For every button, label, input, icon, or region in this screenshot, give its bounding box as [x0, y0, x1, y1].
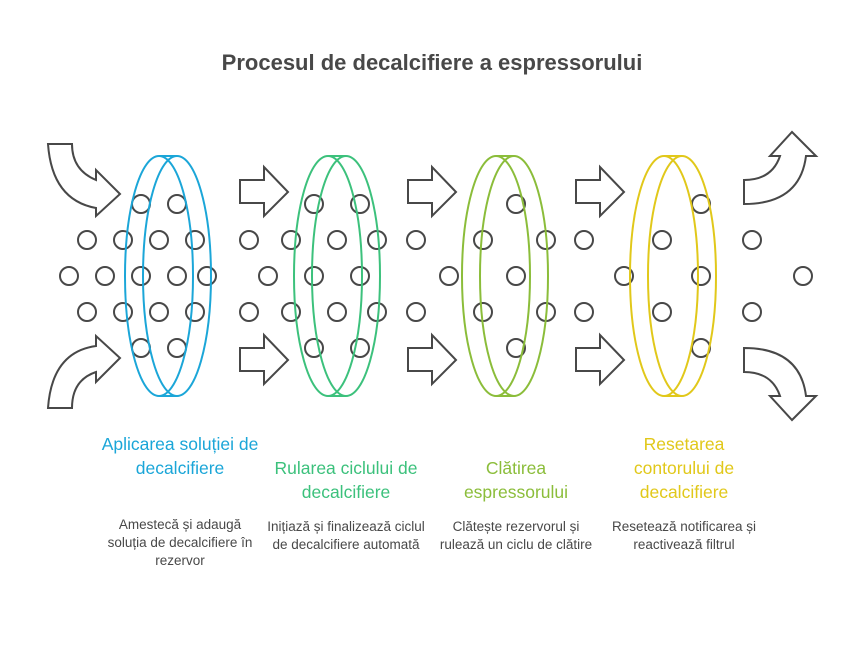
particle-circle-icon — [304, 338, 324, 358]
particle-circle-icon — [304, 266, 324, 286]
particle-circle-icon — [95, 266, 115, 286]
curved-arrow-in-icon — [46, 333, 122, 409]
filter-disc-icon — [293, 155, 381, 397]
particle-circle-icon — [574, 302, 594, 322]
particle-circle-icon — [197, 266, 217, 286]
particle-circle-icon — [506, 338, 526, 358]
particle-circle-icon — [281, 230, 301, 250]
particle-circle-icon — [239, 230, 259, 250]
step-title-reset-counter: Resetarea contorului de decalcifiere — [633, 434, 735, 502]
particle-circle-icon — [327, 230, 347, 250]
curved-arrow-out-icon — [743, 130, 819, 206]
filter-disc-face — [461, 155, 531, 397]
step-description-rinse: Clătește rezervorul și rulează un ciclu … — [439, 519, 593, 552]
particle-circle-icon — [506, 194, 526, 214]
particle-circle-icon — [59, 266, 79, 286]
particle-circle-icon — [506, 266, 526, 286]
particle-circle-icon — [439, 266, 459, 286]
particle-circle-icon — [350, 338, 370, 358]
step-description-run-cycle: Inițiază și finalizează ciclul de decalc… — [267, 519, 425, 552]
filter-disc-rim — [647, 155, 717, 397]
step-title-run-cycle: Rularea ciclului de decalcifiere — [274, 458, 418, 502]
particle-circle-icon — [258, 266, 278, 286]
step-title-rinse: Clătirea espressorului — [463, 458, 569, 502]
particle-circle-icon — [239, 302, 259, 322]
step-description-apply-solution: Amestecă și adaugă soluția de decalcifie… — [107, 517, 253, 568]
step-description-reset-counter: Resetează notificarea și reactivează fil… — [611, 519, 757, 552]
particle-circle-icon — [149, 230, 169, 250]
particle-circle-icon — [574, 230, 594, 250]
particle-circle-icon — [167, 266, 187, 286]
particle-circle-icon — [614, 266, 634, 286]
right-arrow-icon — [407, 164, 458, 219]
filter-disc-icon — [629, 155, 717, 397]
right-arrow-icon — [239, 332, 290, 387]
particle-circle-icon — [77, 302, 97, 322]
filters-group — [124, 155, 717, 397]
particle-circle-icon — [652, 302, 672, 322]
particle-circle-icon — [131, 266, 151, 286]
particle-circle-icon — [742, 302, 762, 322]
particle-circle-icon — [185, 230, 205, 250]
particle-circle-icon — [350, 266, 370, 286]
particle-circle-icon — [304, 194, 324, 214]
particle-circle-icon — [406, 302, 426, 322]
filter-disc-rim — [142, 155, 212, 397]
particle-circle-icon — [77, 230, 97, 250]
particle-circle-icon — [113, 230, 133, 250]
right-arrow-icon — [575, 164, 626, 219]
particle-circle-icon — [149, 302, 169, 322]
curved-arrow-out-icon — [743, 346, 819, 422]
right-arrow-icon — [575, 332, 626, 387]
diagram-title: Procesul de decalcifiere a espressorului — [221, 50, 643, 75]
particle-circle-icon — [131, 194, 151, 214]
particle-circle-icon — [131, 338, 151, 358]
particle-circle-icon — [406, 230, 426, 250]
right-arrow-icon — [239, 164, 290, 219]
particle-circle-icon — [327, 302, 347, 322]
particle-circle-icon — [281, 302, 301, 322]
particle-circle-icon — [185, 302, 205, 322]
filter-disc-face — [629, 155, 699, 397]
particle-circle-icon — [167, 194, 187, 214]
particle-circle-icon — [113, 302, 133, 322]
filter-disc-icon — [124, 155, 212, 397]
particle-circle-icon — [167, 338, 187, 358]
curved-arrow-in-icon — [46, 143, 122, 219]
particles-group — [59, 194, 813, 358]
particle-circle-icon — [793, 266, 813, 286]
particle-circle-icon — [742, 230, 762, 250]
step-title-apply-solution: Aplicarea soluției de decalcifiere — [101, 434, 259, 478]
particle-circle-icon — [350, 194, 370, 214]
particle-circle-icon — [691, 266, 711, 286]
filter-disc-rim — [479, 155, 549, 397]
filter-disc-icon — [461, 155, 549, 397]
filter-disc-face — [124, 155, 194, 397]
arrows-group — [46, 130, 819, 422]
particle-circle-icon — [652, 230, 672, 250]
right-arrow-icon — [407, 332, 458, 387]
